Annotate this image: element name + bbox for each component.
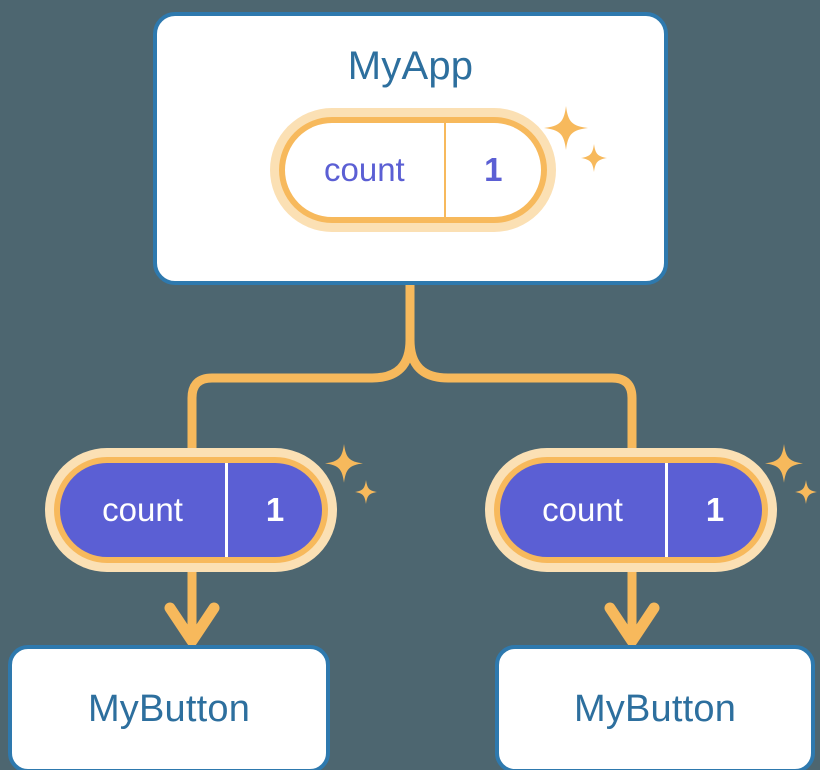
state-pill-body: count 1 <box>279 117 547 223</box>
state-pill-key: count <box>542 491 623 528</box>
state-pill-key: count <box>323 151 405 188</box>
state-pill-myapp[interactable]: count 1 <box>270 108 556 232</box>
connector-branch-left <box>187 335 415 460</box>
component-card-mybutton-left[interactable]: MyButton <box>8 645 330 770</box>
connector-branch-right <box>405 335 637 460</box>
page-title: MyApp <box>347 44 474 88</box>
state-pill-body: count 1 <box>494 457 768 563</box>
state-pill-key: count <box>102 491 183 528</box>
component-card-mybutton-right[interactable]: MyButton <box>495 645 815 770</box>
card-title: MyButton <box>573 687 737 730</box>
state-pill-right[interactable]: count 1 <box>485 448 777 572</box>
state-pill-body: count 1 <box>54 457 328 563</box>
card-title: MyButton <box>87 687 251 730</box>
state-pill-value: 1 <box>225 463 322 557</box>
state-pill-value: 1 <box>665 463 762 557</box>
state-pill-value: 1 <box>443 123 541 217</box>
arrow-down-icon-left <box>164 602 220 647</box>
arrow-down-icon-right <box>604 602 660 647</box>
state-pill-left[interactable]: count 1 <box>45 448 337 572</box>
